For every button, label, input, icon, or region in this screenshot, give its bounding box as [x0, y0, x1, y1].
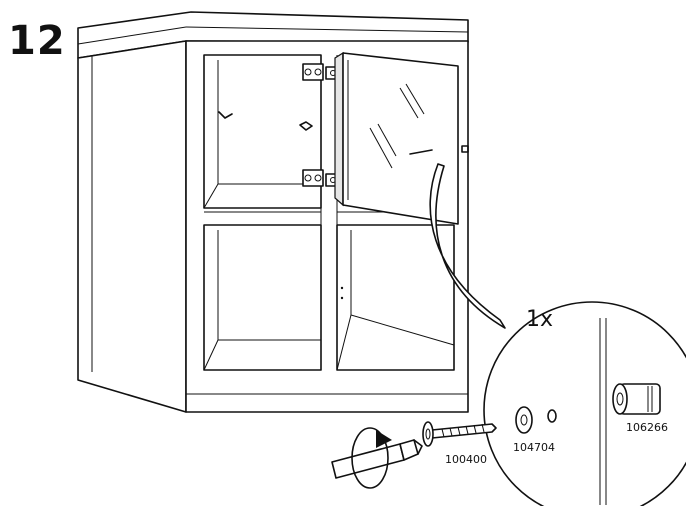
knob-106266: [612, 383, 661, 415]
small-ring: [547, 409, 557, 423]
callout-pointer: [429, 163, 506, 329]
screwdriver-icon: [331, 439, 423, 479]
door-knob-small: [461, 145, 469, 153]
door-knob-screw: [409, 149, 433, 155]
compartment-bottom-left: [203, 224, 322, 371]
compartment-bottom-right: [336, 224, 455, 371]
part-number-screw: 100400: [445, 453, 487, 466]
catch-left: [218, 111, 233, 119]
quantity-label: 1x: [526, 307, 554, 332]
detail-callout: [483, 301, 686, 506]
part-number-knob: 106266: [626, 421, 668, 434]
glass-door: [334, 51, 469, 225]
shelf-left-side: [77, 40, 187, 413]
compartment-top-left: [203, 54, 322, 209]
washer-104704: [515, 406, 533, 434]
part-number-washer: 104704: [513, 441, 555, 454]
screw-100400: [422, 421, 497, 447]
step-number: 12: [8, 18, 66, 64]
clockwise-rotation-arrow-icon: [351, 427, 392, 489]
catch-right: [299, 121, 313, 131]
